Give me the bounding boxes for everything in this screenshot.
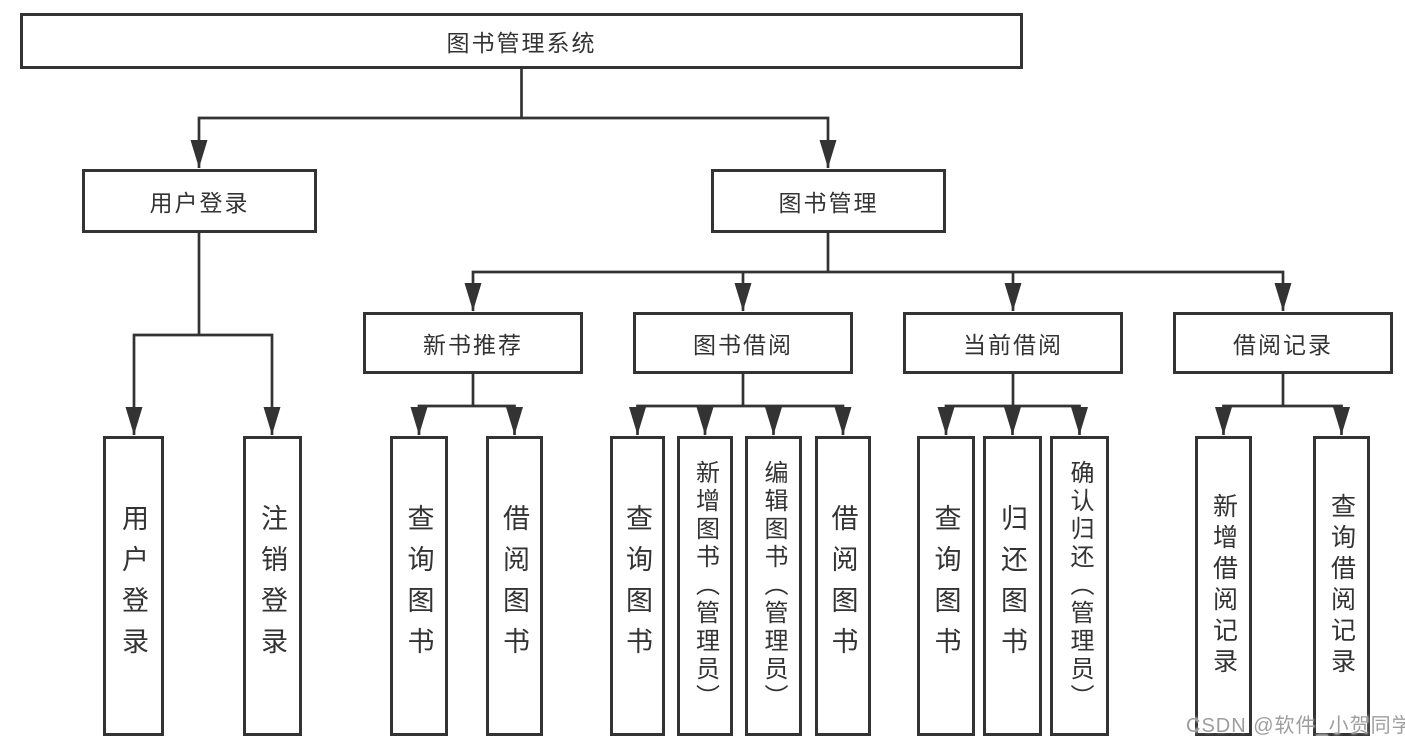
node-leaf-borrow-books-label: 借阅图书: [827, 504, 858, 668]
node-leaf-logout: 注销登录: [243, 436, 302, 736]
node-current-borrowing-label: 当前借阅: [963, 332, 1063, 358]
node-leaf-confirm-return-admin: 确认归还（管理员）: [1050, 436, 1109, 736]
connector-borrowing-crossbar: [629, 404, 852, 435]
node-leaf-borrow-books-recommend-label: 借阅图书: [499, 504, 529, 668]
node-leaf-edit-books-admin: 编辑图书（管理员）: [745, 436, 802, 736]
node-book-borrowing-label: 图书借阅: [693, 332, 793, 358]
node-leaf-edit-books-admin-label: 编辑图书（管理员）: [760, 460, 787, 712]
node-leaf-user-login: 用户登录: [103, 436, 164, 736]
node-book-borrowing: 图书借阅: [633, 312, 853, 374]
node-leaf-query-books-borrowing: 查询图书: [610, 436, 665, 736]
node-leaf-query-books-recommend-label: 查询图书: [403, 504, 434, 668]
node-leaf-add-borrow-record-label: 新增借阅记录: [1209, 493, 1238, 679]
node-leaf-query-books-current-label: 查询图书: [930, 504, 961, 668]
node-leaf-return-books: 归还图书: [983, 436, 1042, 736]
node-leaf-confirm-return-admin-label: 确认归还（管理员）: [1066, 460, 1093, 712]
node-leaf-query-borrow-record: 查询借阅记录: [1313, 436, 1370, 736]
connector-level3-crossbar: [464, 270, 1292, 311]
connector-new-book-crossbar: [410, 404, 523, 435]
watermark-text: CSDN @软件_小贺同学: [1186, 715, 1405, 737]
node-library-management-system: 图书管理系统: [20, 13, 1023, 69]
node-leaf-query-books-recommend: 查询图书: [390, 436, 448, 736]
node-library-management-system-label: 图书管理系统: [446, 30, 597, 56]
node-current-borrowing: 当前借阅: [903, 312, 1123, 374]
node-leaf-borrow-books-recommend: 借阅图书: [486, 436, 543, 736]
node-new-book-recommendation: 新书推荐: [363, 312, 583, 374]
node-user-login: 用户登录: [82, 169, 317, 233]
node-book-management: 图书管理: [711, 169, 946, 233]
node-leaf-borrow-books: 借阅图书: [815, 436, 871, 736]
node-borrowing-records-label: 借阅记录: [1233, 332, 1333, 358]
node-leaf-return-books-label: 归还图书: [997, 504, 1027, 668]
node-user-login-label: 用户登录: [149, 190, 250, 216]
node-leaf-add-books-admin-label: 新增图书（管理员）: [691, 460, 719, 712]
node-leaf-query-books-borrowing-label: 查询图书: [622, 504, 652, 668]
node-leaf-user-login-label: 用户登录: [118, 504, 148, 668]
node-leaf-query-borrow-record-label: 查询借阅记录: [1327, 493, 1356, 679]
connector-level2-crossbar: [190, 116, 837, 168]
node-new-book-recommendation-label: 新书推荐: [423, 332, 523, 358]
connector-records-crossbar: [1215, 404, 1350, 435]
node-leaf-logout-label: 注销登录: [257, 504, 287, 668]
node-book-management-label: 图书管理: [778, 190, 879, 216]
node-borrowing-records: 借阅记录: [1173, 312, 1393, 374]
node-leaf-add-borrow-record: 新增借阅记录: [1195, 436, 1252, 736]
connector-user-login-crossbar: [125, 333, 281, 435]
node-leaf-add-books-admin: 新增图书（管理员）: [677, 436, 733, 736]
node-leaf-query-books-current: 查询图书: [917, 436, 975, 736]
